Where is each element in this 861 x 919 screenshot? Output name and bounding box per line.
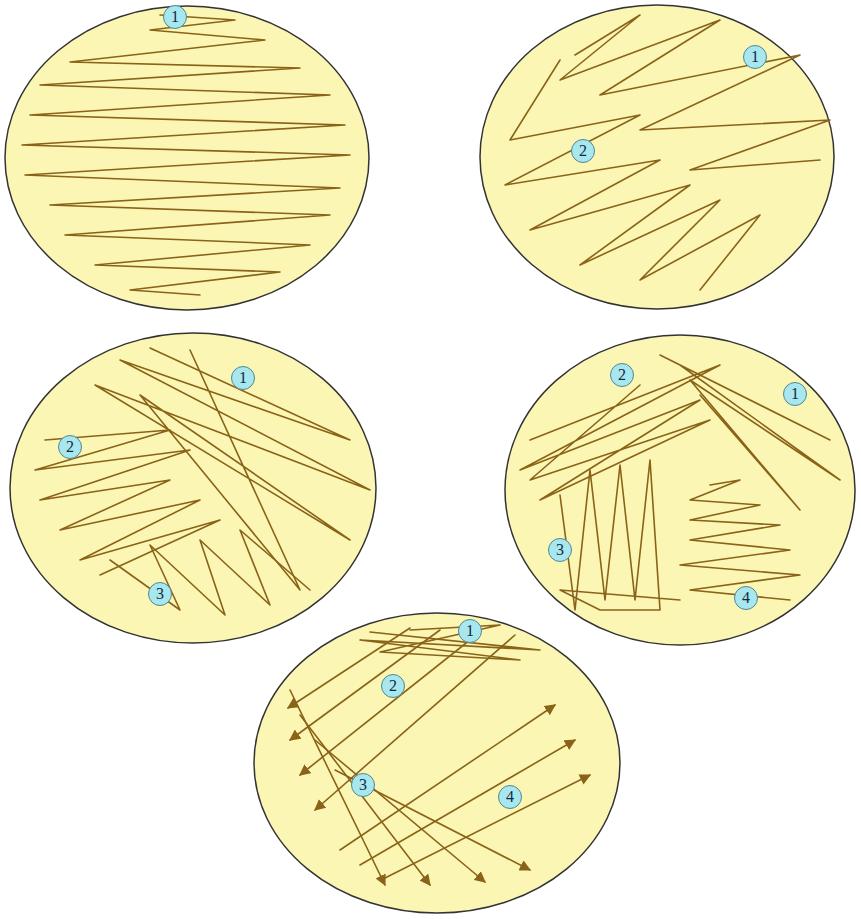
streak xyxy=(680,480,800,600)
streak xyxy=(35,430,220,575)
callout-number: 3 xyxy=(148,582,172,606)
petri-dish xyxy=(480,5,834,309)
callout-number: 3 xyxy=(351,773,375,797)
petri-dish xyxy=(5,6,369,310)
callout-number: 3 xyxy=(548,538,572,562)
callout-number: 2 xyxy=(381,674,405,698)
streak xyxy=(22,15,350,295)
callout-number: 4 xyxy=(734,586,758,610)
callout-number: 1 xyxy=(231,366,255,390)
petri-dish xyxy=(254,613,620,913)
callout-number: 1 xyxy=(458,619,482,643)
callout-number: 2 xyxy=(58,435,82,459)
streak-arrows xyxy=(288,628,590,885)
streak xyxy=(110,530,310,615)
callout-number: 2 xyxy=(610,363,634,387)
petri-dish xyxy=(505,335,855,645)
streak xyxy=(560,460,680,610)
callout-number: 1 xyxy=(743,45,767,69)
callout-number: 4 xyxy=(498,785,522,809)
callout-number: 2 xyxy=(571,139,595,163)
streak xyxy=(505,60,760,290)
streak xyxy=(95,348,370,590)
callout-number: 1 xyxy=(163,5,187,29)
callout-number: 1 xyxy=(783,382,807,406)
streak xyxy=(560,15,830,170)
petri-dish xyxy=(10,333,376,643)
